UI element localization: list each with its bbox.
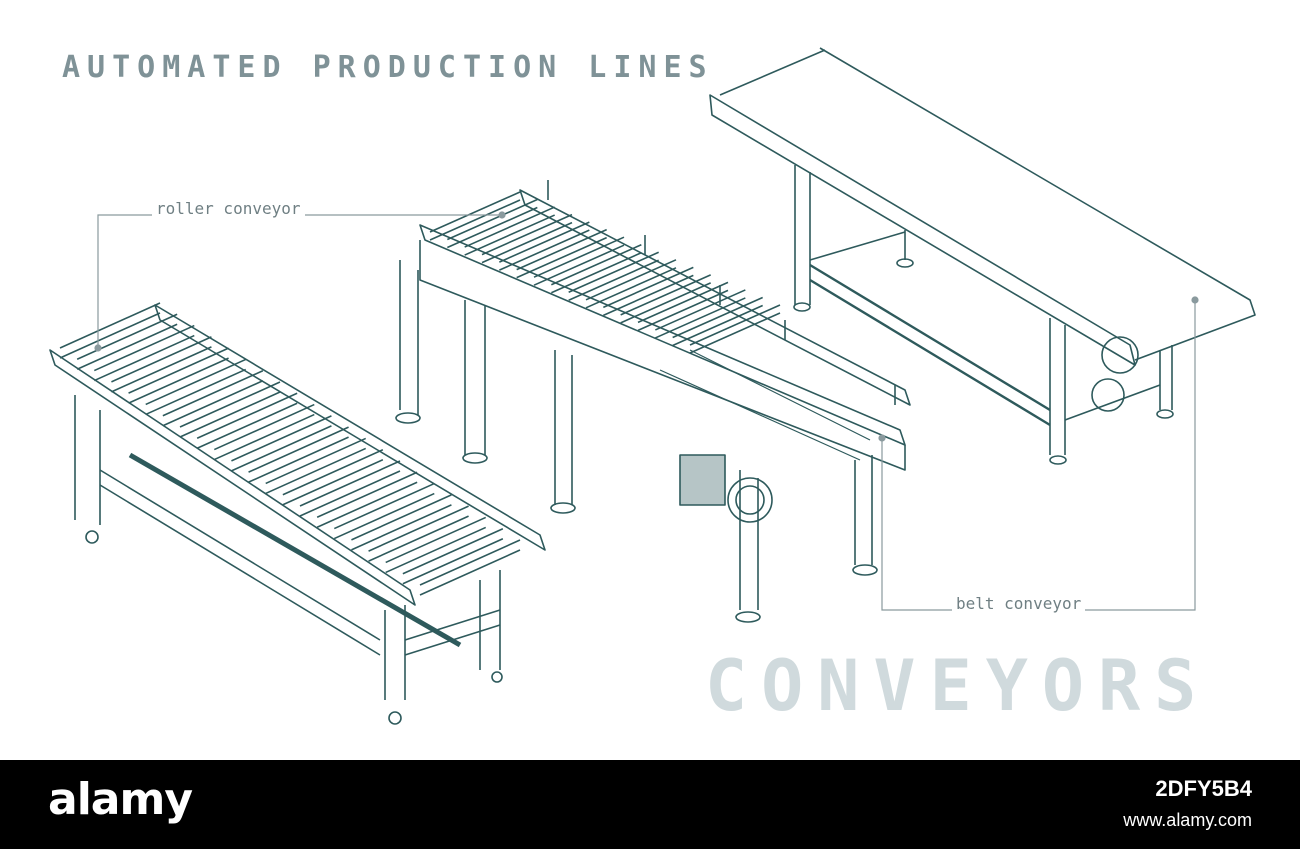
roller bbox=[282, 448, 384, 506]
roller bbox=[385, 516, 487, 574]
leader-lines bbox=[94, 211, 1199, 611]
roller bbox=[162, 369, 264, 427]
roller bbox=[464, 206, 555, 256]
page-heading: AUTOMATED PRODUCTION LINES bbox=[62, 50, 714, 85]
roller-conveyor-left bbox=[49, 302, 546, 725]
roller bbox=[368, 505, 469, 562]
roller bbox=[179, 381, 281, 438]
site-url: www.alamy.com bbox=[1123, 810, 1252, 830]
roller bbox=[402, 527, 504, 585]
roller bbox=[620, 274, 711, 324]
roller bbox=[111, 336, 212, 393]
big-title: CONVEYORS bbox=[705, 645, 1211, 727]
roller bbox=[481, 213, 573, 264]
roller-belt-conveyor-middle bbox=[395, 180, 911, 623]
roller bbox=[248, 426, 349, 483]
roller bbox=[333, 482, 435, 540]
roller bbox=[299, 460, 401, 517]
belt-conveyor-right bbox=[709, 47, 1256, 465]
roller bbox=[672, 296, 763, 347]
label-roller-conveyor: roller conveyor bbox=[152, 199, 305, 218]
roller bbox=[516, 228, 607, 279]
roller bbox=[689, 304, 781, 354]
roller bbox=[585, 259, 677, 309]
roller bbox=[128, 347, 229, 404]
footer-bar: alamy 2DFY5B4 www.alamy.com bbox=[0, 760, 1300, 849]
roller bbox=[351, 494, 452, 551]
roller bbox=[447, 198, 538, 249]
roller bbox=[499, 221, 590, 271]
label-belt-conveyor: belt conveyor bbox=[952, 594, 1086, 613]
roller bbox=[213, 403, 315, 461]
roller-set-middle bbox=[429, 191, 781, 354]
roller bbox=[603, 266, 694, 317]
roller bbox=[196, 392, 298, 450]
roller bbox=[93, 324, 195, 382]
roller bbox=[551, 244, 642, 294]
roller bbox=[265, 437, 367, 495]
roller-set bbox=[59, 302, 521, 596]
roller bbox=[637, 281, 729, 332]
roller bbox=[76, 313, 178, 371]
roller bbox=[568, 251, 659, 301]
roller bbox=[145, 358, 247, 416]
roller bbox=[59, 302, 161, 359]
roller bbox=[429, 191, 521, 241]
roller bbox=[231, 415, 332, 472]
illustration-canvas: AUTOMATED PRODUCTION LINES bbox=[49, 47, 1256, 727]
roller bbox=[533, 236, 625, 286]
image-id: 2DFY5B4 bbox=[1155, 776, 1252, 801]
roller bbox=[316, 471, 418, 529]
roller bbox=[419, 539, 521, 596]
roller bbox=[655, 289, 746, 339]
conveyor-illustration bbox=[49, 47, 1256, 725]
brand-logo: alamy bbox=[48, 774, 193, 825]
